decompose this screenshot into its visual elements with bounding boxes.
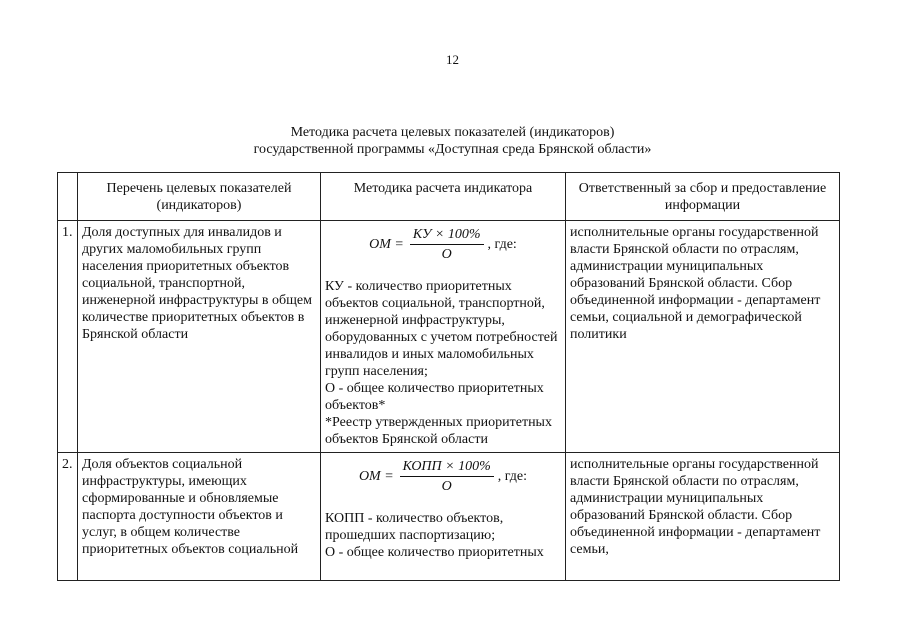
document-title: Методика расчета целевых показателей (ин…	[0, 124, 905, 158]
indicator-method: ОМ = КОПП × 100% О , где: КОПП - количес…	[320, 452, 566, 581]
row-number: 2.	[57, 452, 78, 581]
formula-lhs: ОМ =	[358, 468, 394, 484]
formula: ОМ = КУ × 100% О , где:	[325, 226, 561, 262]
method-line: О - общее количество приоритетных	[325, 545, 544, 560]
method-line: О - общее количество приоритетных объект…	[325, 381, 544, 413]
formula-lhs: ОМ =	[369, 236, 404, 252]
method-line: КУ - количество приоритетных объектов со…	[325, 279, 558, 379]
header-responsible: Ответственный за сбор и предоставление и…	[565, 172, 840, 221]
table-header-row: Перечень целевых показателей (индикаторо…	[57, 172, 840, 221]
indicator-name: Доля объектов социальной инфраструктуры,…	[77, 452, 321, 581]
responsible-party: исполнительные органы государственной вл…	[565, 452, 840, 581]
formula: ОМ = КОПП × 100% О , где:	[325, 458, 561, 494]
table-row: 2. Доля объектов социальной инфраструкту…	[57, 452, 840, 581]
header-num	[57, 172, 78, 221]
formula-fraction: КОПП × 100% О	[399, 458, 494, 495]
formula-numerator: КУ × 100%	[409, 226, 484, 245]
formula-tail: , где:	[497, 468, 528, 484]
formula-numerator: КОПП × 100%	[399, 458, 494, 477]
indicators-table: Перечень целевых показателей (индикаторо…	[57, 172, 840, 581]
method-line: *Реестр утвержденных приоритетных объект…	[325, 415, 552, 447]
header-indicator-list: Перечень целевых показателей (индикаторо…	[77, 172, 321, 221]
header-method: Методика расчета индикатора	[320, 172, 566, 221]
title-line-2: государственной программы «Доступная сре…	[253, 142, 652, 157]
formula-fraction: КУ × 100% О	[409, 226, 484, 263]
page-number: 12	[446, 52, 459, 67]
formula-denominator: О	[441, 478, 452, 494]
title-line-1: Методика расчета целевых показателей (ин…	[290, 125, 615, 140]
method-line: КОПП - количество объектов, прошедших па…	[325, 511, 504, 543]
indicator-method: ОМ = КУ × 100% О , где: КУ - количество …	[320, 220, 566, 453]
table-row: 1. Доля доступных для инвалидов и других…	[57, 220, 840, 453]
formula-tail: , где:	[487, 236, 517, 252]
responsible-party: исполнительные органы государственной вл…	[565, 220, 840, 453]
row-number: 1.	[57, 220, 78, 453]
formula-denominator: О	[441, 246, 452, 262]
indicator-name: Доля доступных для инвалидов и других ма…	[77, 220, 321, 453]
